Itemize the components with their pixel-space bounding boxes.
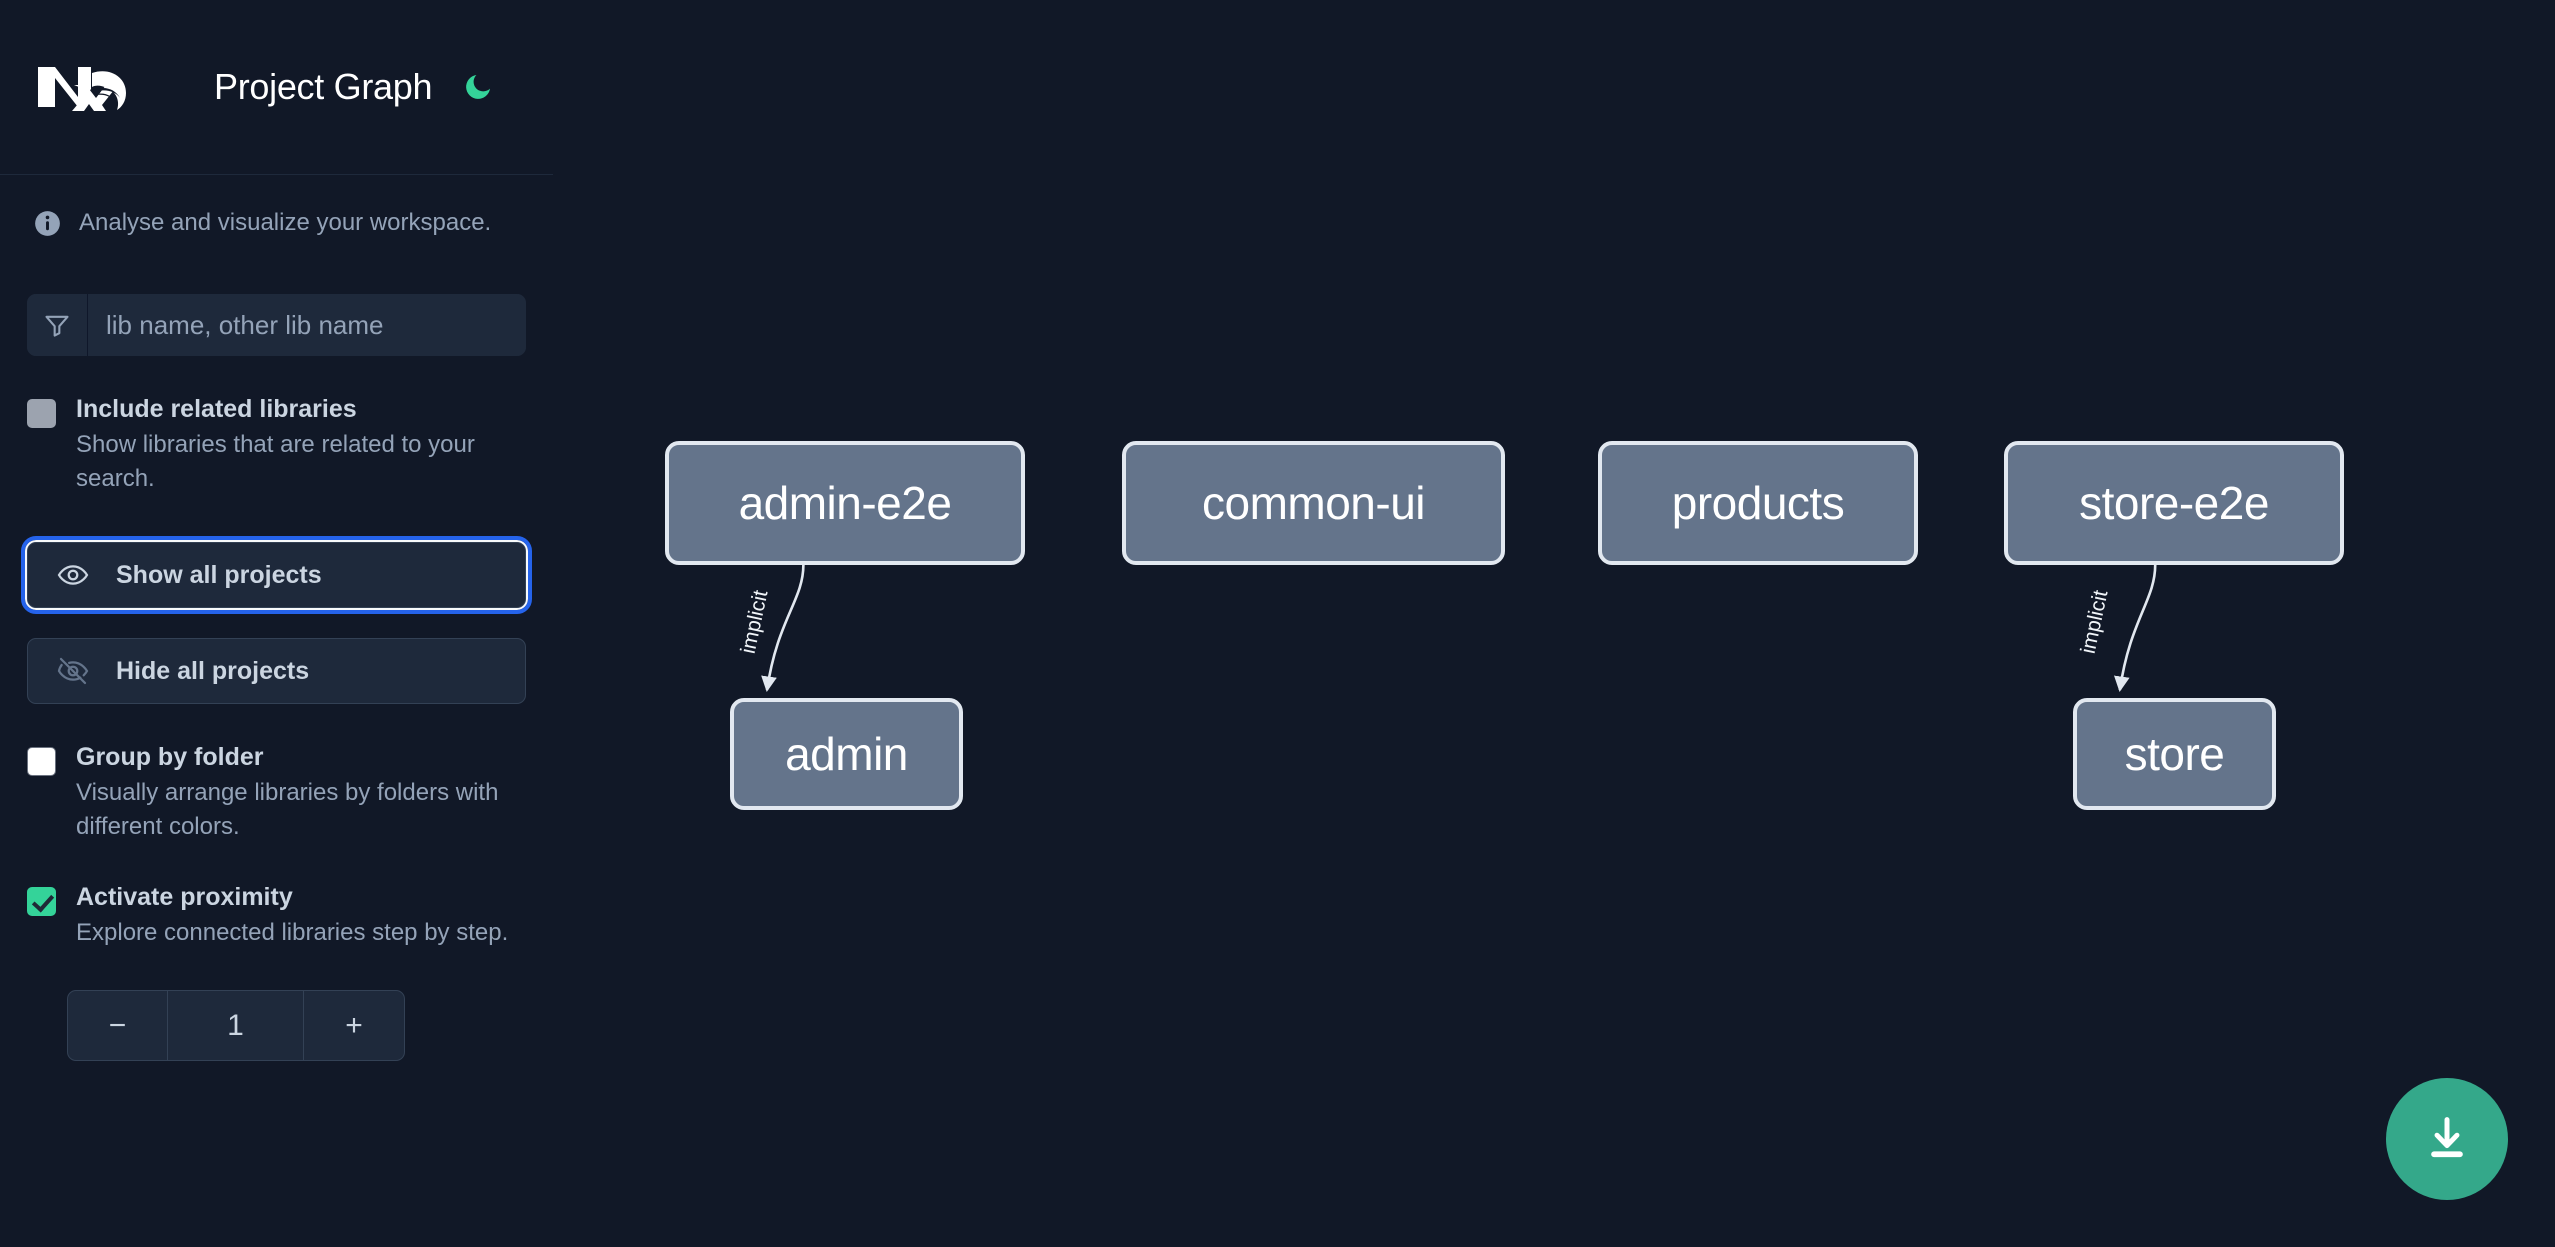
- search-input[interactable]: [88, 294, 526, 356]
- filter-row: [27, 294, 526, 356]
- activate-proximity-checkbox[interactable]: [27, 887, 56, 917]
- info-icon: [34, 210, 61, 237]
- graph-node-admin-e2e[interactable]: admin-e2e: [665, 441, 1025, 565]
- show-all-projects-button[interactable]: Show all projects: [21, 536, 532, 615]
- graph-node-products[interactable]: products: [1598, 441, 1918, 565]
- proximity-decrement-button[interactable]: −: [68, 991, 168, 1061]
- group-by-folder-description: Visually arrange libraries by folders wi…: [76, 779, 499, 841]
- filter-icon: [27, 294, 88, 356]
- option-include-related-libraries[interactable]: Include related libraries Show libraries…: [27, 394, 526, 496]
- eye-icon: [56, 558, 90, 592]
- hide-all-projects-label: Hide all projects: [116, 656, 310, 685]
- graph-node-store[interactable]: store: [2073, 698, 2276, 810]
- graph-node-store-e2e[interactable]: store-e2e: [2004, 441, 2344, 565]
- include-related-libraries-checkbox[interactable]: [27, 399, 56, 428]
- graph-node-admin[interactable]: admin: [730, 698, 963, 810]
- proximity-value: 1: [168, 991, 304, 1061]
- group-by-folder-label: Group by folder: [76, 743, 264, 772]
- download-icon: [2421, 1112, 2473, 1167]
- activate-proximity-description: Explore connected libraries step by step…: [76, 919, 509, 947]
- edge-label-admin-implicit: implicit: [736, 588, 773, 656]
- graph-node-common-ui[interactable]: common-ui: [1122, 441, 1505, 565]
- edge-label-store-implicit: implicit: [2076, 588, 2113, 656]
- include-related-libraries-label: Include related libraries: [76, 395, 357, 423]
- tagline-row: Analyse and visualize your workspace.: [0, 175, 553, 237]
- group-by-folder-checkbox[interactable]: [27, 747, 56, 777]
- nx-logo-icon: [34, 59, 129, 115]
- graph-edges: [761, 564, 2157, 693]
- graph-canvas[interactable]: implicit implicit admin-e2e common-ui pr…: [553, 0, 2555, 1247]
- tagline-text: Analyse and visualize your workspace.: [79, 209, 492, 236]
- include-related-libraries-description: Show libraries that are related to your …: [76, 431, 475, 493]
- download-button[interactable]: [2386, 1078, 2508, 1200]
- sidebar: Project Graph Analyse and visualize your…: [0, 0, 553, 1247]
- sidebar-header: Project Graph: [0, 0, 553, 175]
- eye-off-icon: [56, 654, 90, 688]
- option-group-by-folder[interactable]: Group by folder Visually arrange librari…: [27, 742, 526, 844]
- proximity-stepper: − 1 +: [67, 990, 405, 1062]
- moon-icon[interactable]: [460, 69, 496, 105]
- proximity-increment-button[interactable]: +: [345, 1008, 363, 1042]
- option-activate-proximity[interactable]: Activate proximity Explore connected lib…: [27, 882, 526, 950]
- show-all-projects-label: Show all projects: [116, 560, 322, 589]
- activate-proximity-label: Activate proximity: [76, 883, 293, 912]
- hide-all-projects-button[interactable]: Hide all projects: [27, 638, 526, 705]
- page-title: Project Graph: [214, 66, 433, 107]
- sidebar-panel: Include related libraries Show libraries…: [0, 294, 553, 1062]
